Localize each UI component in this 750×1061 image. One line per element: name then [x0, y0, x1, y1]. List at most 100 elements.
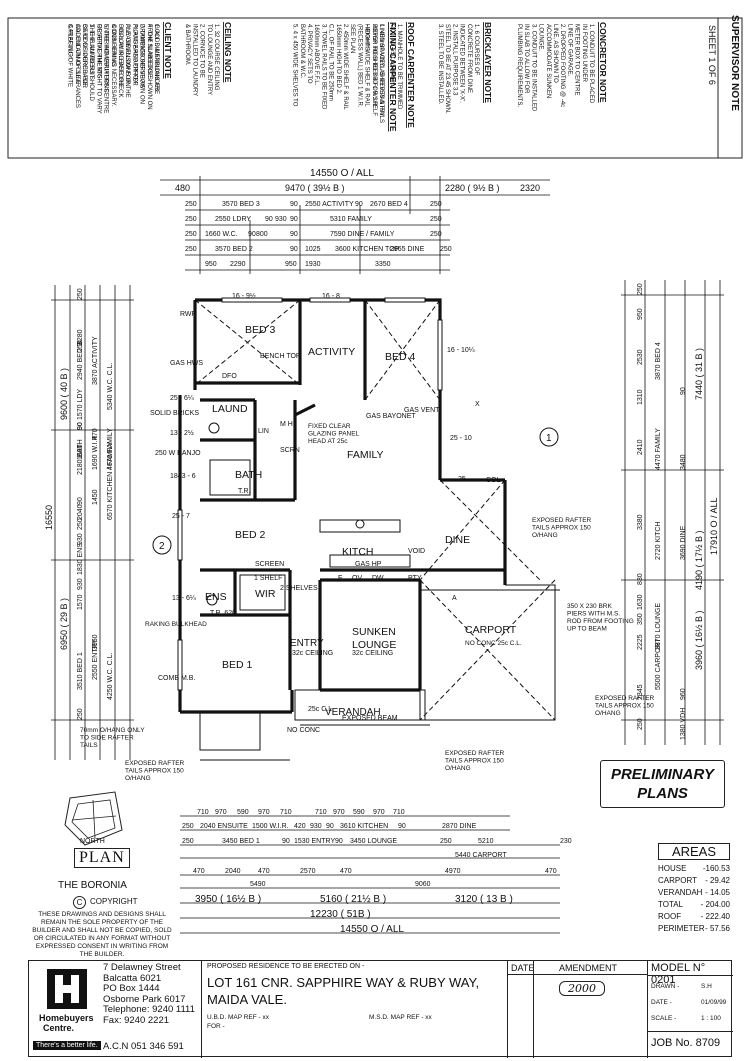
client-note-title: CLIENT NOTE	[163, 22, 173, 79]
client-note-line: ENTERING VARIATIONS	[103, 24, 109, 92]
top-dimension-label: 90	[290, 246, 298, 253]
top-dimension-label: 250	[185, 216, 197, 223]
concretor-note-line: PLUMBING REQUIREMENTS.	[516, 24, 522, 107]
top-dimension-label: 250	[440, 246, 452, 253]
plan-label-brick-1843-6: 1843 - 6	[170, 473, 196, 480]
bottom-dimension-label: 470	[193, 868, 205, 875]
date-label: DATE -	[651, 999, 672, 1006]
areas-row-value: - 57.56	[705, 924, 730, 933]
plan-label-brick-13-6: 13 - 6¼	[172, 595, 196, 602]
plan-label-brick-25-6: 25 - 6¼	[170, 395, 194, 402]
areas-row: TOTAL- 204.00	[658, 899, 730, 911]
room-label-dine: DINE	[445, 534, 470, 546]
plan-label-lin: LIN	[258, 428, 269, 435]
client-note-line: THE PLAN TO SUIT	[88, 24, 94, 79]
top-dimension-label: 800	[256, 231, 268, 238]
top-dimension-label: 90	[290, 231, 298, 238]
left-dimension-label: 4250 W.C. C.L.	[107, 652, 114, 700]
concretor-note-line: ACCOMMODATE SUNKEN	[545, 24, 551, 98]
left-dimension-label: 3280	[77, 329, 84, 345]
top-dimension-label: 250	[185, 246, 197, 253]
plan-label-mh: M H	[280, 421, 293, 428]
copyright-disclaimer: THESE DRAWINGS AND DESIGNS SHALL REMAIN …	[32, 911, 172, 958]
bottom-dimension-overall: 14550 O / ALL	[340, 924, 404, 935]
top-dimension-label: 3570 BED 3	[222, 201, 260, 208]
concretor-note-line: LOUNGE.	[538, 24, 544, 51]
client-note-line: CONSIDERING	[110, 24, 116, 67]
room-label-bath: BATH	[235, 469, 262, 481]
client-note-line: FROM SLAB EDGE.	[146, 24, 152, 79]
left-dimension-label: 1450	[92, 489, 99, 505]
bottom-dimension-label: 90	[398, 823, 406, 830]
top-dimension-label: 2280 ( 9½ B )	[445, 183, 500, 193]
bricklayer-note-line: CONCRETE FROM DINE	[466, 24, 472, 93]
drawn-value: S.H	[701, 983, 712, 990]
plan-label-gas-bayonet: GAS BAYONET	[366, 413, 416, 420]
room-label-bed-4: BED 4	[385, 351, 416, 363]
areas-row-label: TOTAL	[658, 900, 684, 909]
plan-label-tr: T.R.	[238, 488, 251, 495]
top-dimension-label: 90	[265, 216, 273, 223]
right-dimension-label: 2225	[637, 634, 644, 650]
fixing-carpenter-note-line: SEE PLAN	[349, 24, 355, 53]
top-dimension-label: 2550 LDRY	[215, 216, 251, 223]
ubd-ref: U.B.D. MAP REF - xx	[207, 1014, 269, 1021]
areas-row-label: CARPORT	[658, 876, 697, 885]
bottom-dimension-label: 250	[182, 838, 194, 845]
client-note-line: 4. THE NUMBERS SHOWN ON	[146, 24, 152, 110]
left-dimension-label: 470	[92, 428, 99, 440]
bottom-dimension-label: 1530 ENTRY	[294, 838, 335, 845]
dim-overall-top: 14550 O / ALL	[310, 168, 374, 179]
top-dimension-label: 1660 W.C.	[205, 231, 238, 238]
left-dimension-label: 1830 ENS	[77, 543, 84, 575]
bottom-dimension-label: 9060	[415, 881, 431, 888]
room-label-bed-1: BED 1	[222, 659, 253, 671]
bricklayer-note-line: STEEL TO BE AT 23.45 SHOWN.	[444, 24, 450, 114]
bottom-dimension-label: 970	[373, 809, 385, 816]
plan-label-col: COL	[486, 477, 501, 484]
concretor-note-title: CONCRETOR NOTE	[598, 22, 608, 103]
fixing-carpenter-note-line: 1650mm HIGH TO BED 2.	[335, 24, 341, 95]
client-note-line: OR ATTACHMENTS.	[95, 24, 101, 80]
company-tagline: There's a better life.	[33, 1041, 101, 1050]
ceiling-note-title: CEILING NOTE	[223, 22, 233, 83]
fixing-carpenter-note-line: BATHROOM & W.C.	[299, 24, 305, 79]
right-dimension-label: 3690 DINE	[680, 525, 687, 560]
title-block: Homebuyers Centre. There's a better life…	[28, 960, 733, 1058]
ceiling-note-line: & BATHROOM.	[184, 24, 190, 66]
plan-label-ov: OV	[352, 575, 362, 582]
plan-label-comb-mb: COMB M.B.	[158, 675, 195, 682]
top-dimension-label: 7590 DINE / FAMILY	[330, 231, 395, 238]
bottom-dimension-label: 3450 LOUNGE	[350, 838, 397, 845]
client-note-line: ADDENDUM OF SITE	[74, 24, 80, 84]
amendment-header: AMENDMENT	[559, 963, 617, 973]
left-dimension-top: 9600 ( 40 B )	[59, 368, 69, 420]
plan-label-x: X	[475, 401, 480, 408]
concretor-note-line: 2. DROPPED FOOTING @ -4c	[559, 24, 565, 107]
left-dimension-label: 90	[77, 422, 84, 430]
plan-label-shelf-1: 1 SHELF	[254, 575, 282, 582]
plan-label-scrn: SCRN	[280, 447, 300, 454]
areas-row-value: - 14.05	[705, 888, 730, 897]
plan-label-void: VOID	[408, 548, 425, 555]
plan-label-pty: PTY	[408, 575, 422, 582]
left-dimension-label: 3510 BED 1	[77, 652, 84, 690]
client-note-line: DRAWINGS SERVE AS	[139, 24, 145, 88]
bottom-dimension-label: 5490	[250, 881, 266, 888]
concretor-note-line: IN FOOTING UNDER	[581, 24, 587, 83]
for-label: FOR -	[207, 1023, 225, 1030]
room-label-family: FAMILY	[347, 449, 384, 461]
right-dimension-label: 350	[637, 613, 644, 625]
room-label-carport: CARPORT	[465, 624, 517, 636]
bottom-dimension-label: 250	[440, 838, 452, 845]
client-note-line: FOLLOWING BEFORE	[117, 24, 123, 86]
notes-panel: SUPERVISOR NOTE SHEET 1 OF 6 CONCRETOR N…	[7, 15, 743, 159]
left-dimension-label: 90	[77, 497, 84, 505]
fixing-carpenter-note-line: - 400mm WIDE SHELF & RAIL	[364, 24, 370, 107]
bottom-dimension-label: 710	[197, 809, 209, 816]
preliminary-stamp: PRELIMINARY PLANS	[600, 760, 725, 808]
